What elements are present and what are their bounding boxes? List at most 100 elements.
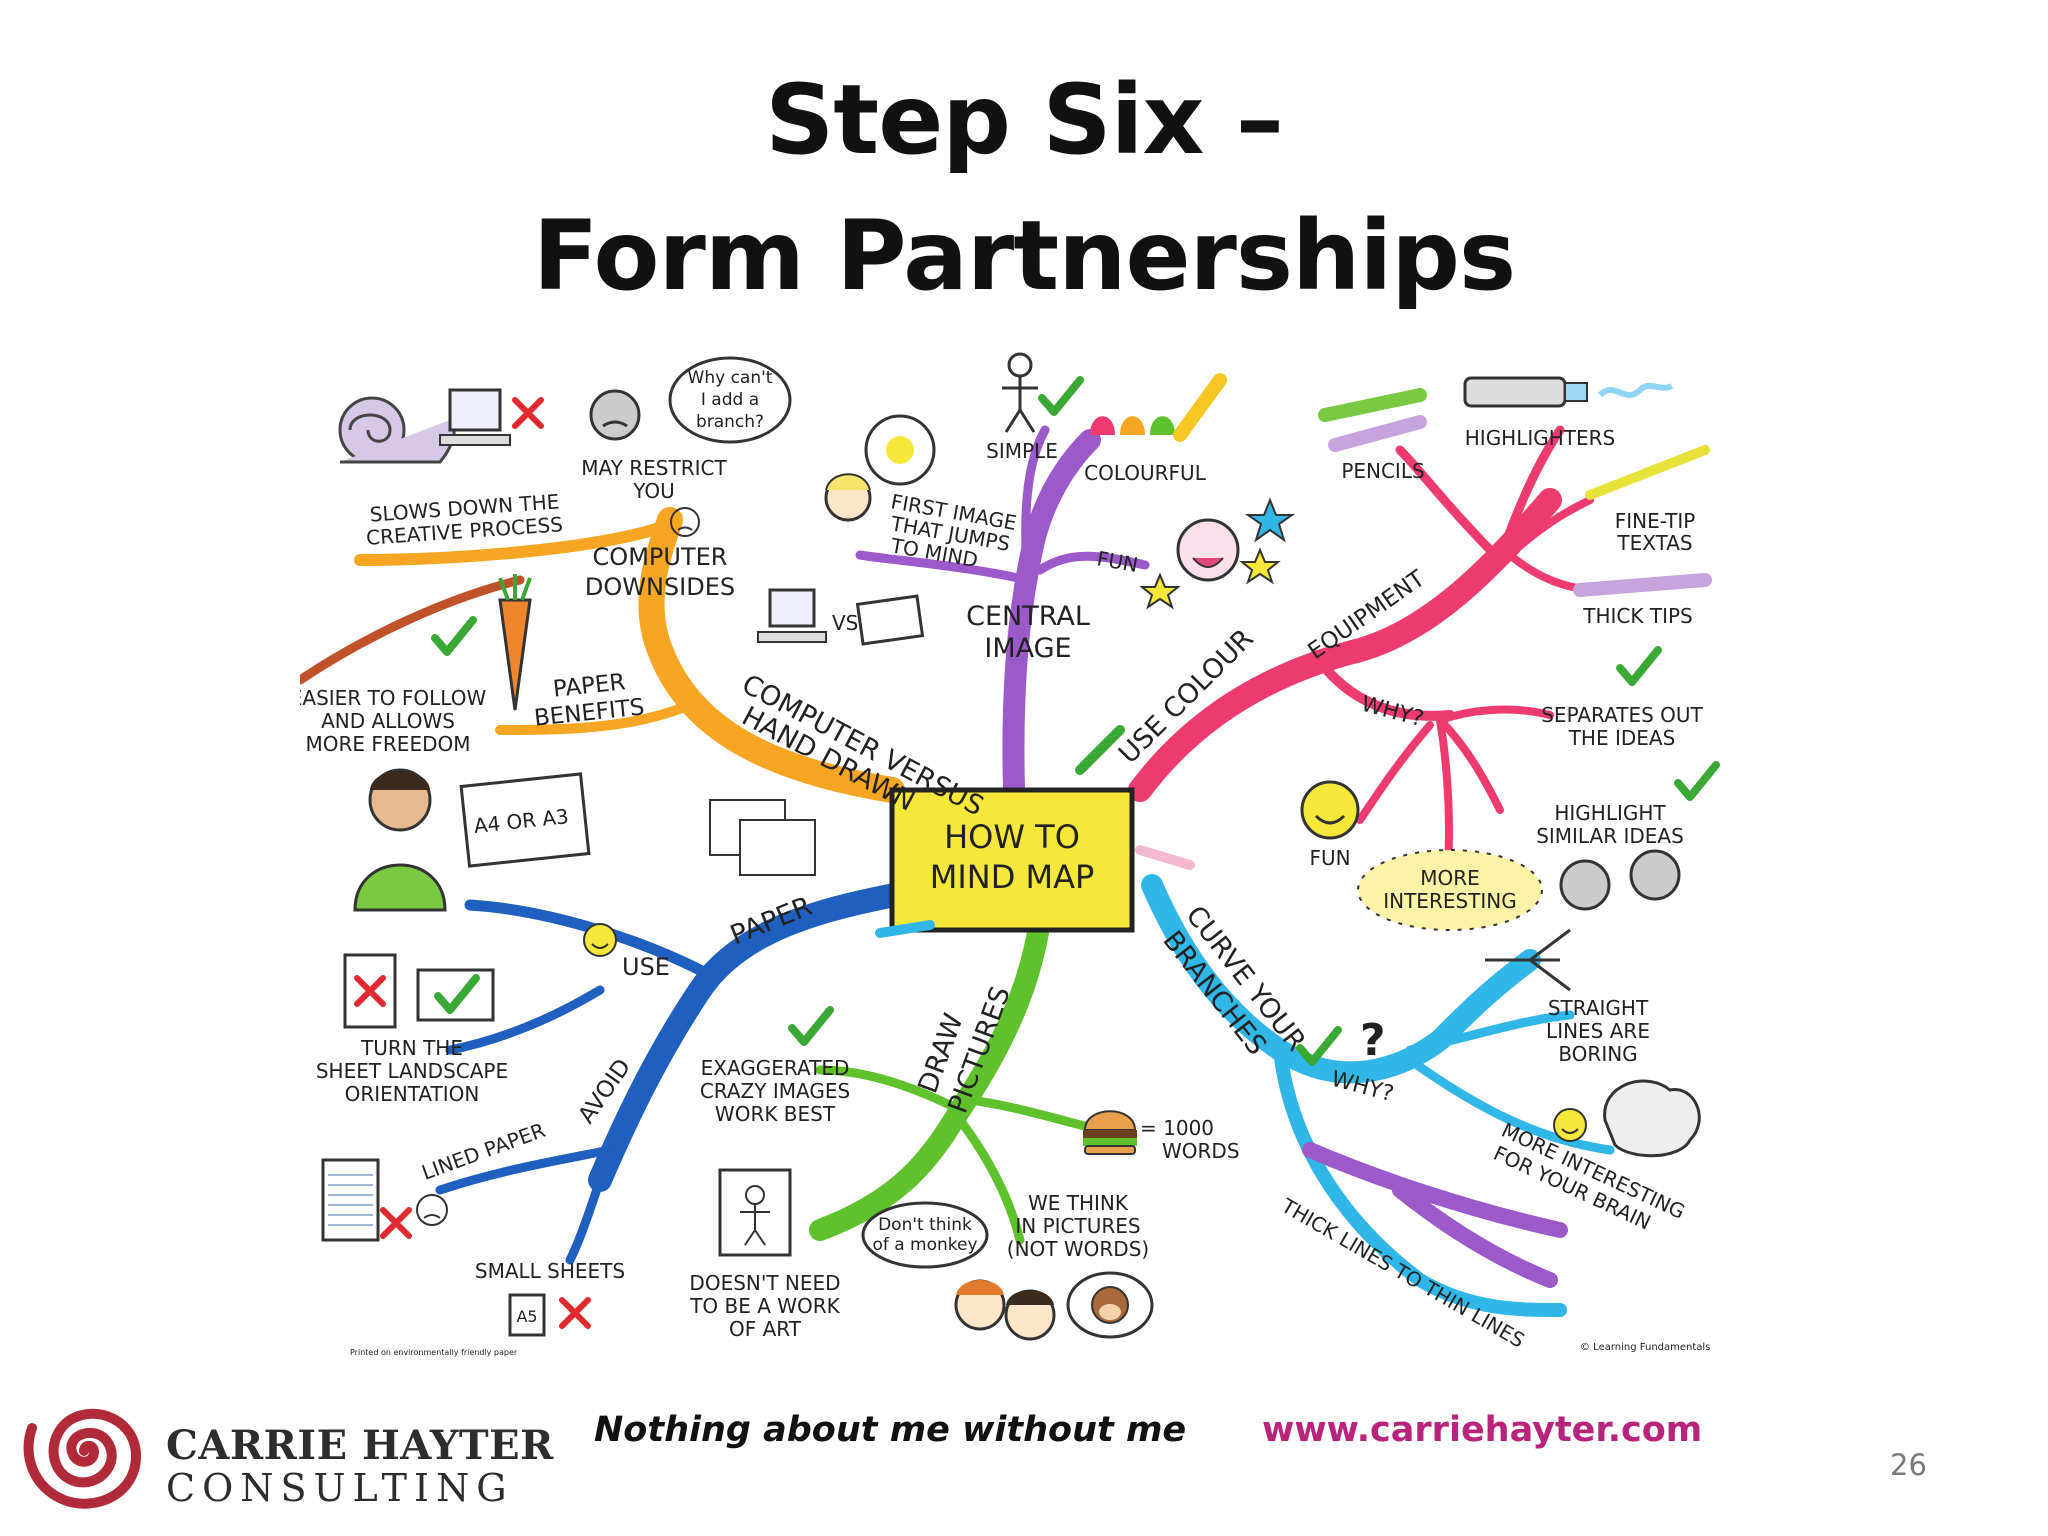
easier-line3: MORE FREEDOM <box>306 732 471 756</box>
landscape-line1: TURN THE <box>360 1036 463 1060</box>
exaggerated-line3: WORK BEST <box>715 1102 836 1126</box>
straight-line1: STRAIGHT <box>1548 996 1649 1020</box>
burger-icon <box>1083 1110 1137 1155</box>
simple-label: SIMPLE <box>986 439 1058 463</box>
speech-bubble <box>668 356 792 444</box>
branch-1000 <box>965 1095 1105 1135</box>
central-image-line1: CENTRAL <box>966 601 1090 632</box>
branch-use-colour <box>1128 488 1562 802</box>
star-icon <box>1239 547 1281 585</box>
footer-slogan: Nothing about me without me <box>594 1410 1187 1450</box>
branch-paper-benefits <box>495 695 705 735</box>
think-line3: (NOT WORDS) <box>1007 1237 1149 1261</box>
thick-tips-label: THICK TIPS <box>1582 604 1692 628</box>
branch-fun <box>1035 551 1150 575</box>
more-interesting-line2: INTERESTING <box>1383 889 1517 913</box>
colourful-label: COLOURFUL <box>1084 461 1207 485</box>
slide-title-line2: Form Partnerships <box>532 200 1516 312</box>
frown-face-icon <box>670 507 700 537</box>
branch-thick-thin <box>1273 1043 1567 1317</box>
branch-paper <box>588 883 906 1192</box>
footer-url-link[interactable]: www.carriehayter.com <box>1262 1410 1703 1450</box>
branch-fun-colour <box>1356 721 1434 824</box>
pencil-icon <box>1075 725 1125 775</box>
slide-title-line1: Step Six – <box>765 64 1284 176</box>
a5-sheet-icon <box>508 1293 546 1337</box>
highlight-line2: SIMILAR IDEAS <box>1536 824 1684 848</box>
thousand-line1: = 1000 <box>1140 1116 1214 1140</box>
branch-paper-benefits-stick <box>300 575 525 685</box>
colourful-blobs-icon <box>1090 373 1227 442</box>
logo-line1: CARRIE HAYTER <box>166 1422 554 1469</box>
branch-brain <box>1405 1055 1615 1155</box>
fine-tip-pen-icon <box>1585 445 1710 500</box>
pencils-label: PENCILS <box>1341 459 1424 483</box>
branch-highlighters <box>1495 425 1565 565</box>
branch-separates <box>1436 705 1554 724</box>
landscape-line3: ORIENTATION <box>345 1082 480 1106</box>
smiley-icon <box>1176 518 1240 582</box>
easier-line2: AND ALLOWS <box>321 709 455 733</box>
branch-small <box>565 1175 605 1265</box>
stick-figure-frame-icon <box>718 1168 792 1257</box>
straight-lines-icon <box>1485 928 1571 992</box>
straight-line3: BORING <box>1558 1042 1637 1066</box>
why-colour-label: WHY? <box>1358 692 1426 733</box>
central-image-line2: IMAGE <box>984 633 1071 664</box>
art-line2: TO BE A WORK <box>689 1294 840 1318</box>
highlighters-label: HIGHLIGHTERS <box>1465 426 1616 450</box>
branch-landscape <box>445 985 605 1055</box>
snail-icon <box>338 396 456 464</box>
branch-exaggerated <box>815 1065 965 1115</box>
cross-icon <box>562 1300 588 1326</box>
fun-label: FUN <box>1095 546 1140 577</box>
think-line1: WE THINK <box>1028 1191 1129 1215</box>
sunburst-icon <box>1357 849 1543 931</box>
computer-icon <box>439 388 511 446</box>
thinking-person-icon <box>824 473 872 522</box>
monkey-line1: Don't think <box>878 1215 972 1235</box>
pencil-icon <box>1318 388 1427 452</box>
straight-line2: LINES ARE <box>1546 1019 1650 1043</box>
bubble-line1: Why can't <box>688 368 773 388</box>
branch-highlight-similar <box>1436 716 1504 814</box>
separates-line1: SEPARATES OUT <box>1541 703 1703 727</box>
downsides-line1: COMPUTER <box>593 543 728 571</box>
exaggerated-line1: EXAGGERATED <box>701 1056 850 1080</box>
mind-map-diagram: HOW TO MIND MAP Why can't I add a branch… <box>300 352 1760 1357</box>
branch-downsides <box>354 519 674 566</box>
two-people-icon <box>954 1279 1056 1341</box>
thick-tip-pen-icon <box>1573 573 1712 597</box>
frown-face-icon <box>416 1194 448 1226</box>
brain-icon <box>1603 1079 1701 1158</box>
branch-straight <box>1405 1010 1575 1055</box>
art-line3: OF ART <box>729 1317 802 1341</box>
check-icon <box>435 620 473 652</box>
branch-computer-vs-hand <box>638 507 905 803</box>
bubble-line3: branch? <box>696 412 764 432</box>
star-icon <box>1244 497 1296 543</box>
branch-lined <box>435 1145 615 1195</box>
computer-icon <box>757 588 827 643</box>
downsides-line2: DOWNSIDES <box>585 573 735 601</box>
cross-icon <box>515 400 541 426</box>
pencil-icon <box>1135 845 1195 870</box>
smiley-icon <box>583 923 617 957</box>
thousand-line2: WORDS <box>1162 1139 1240 1163</box>
branch-thick-thin-example <box>1302 1142 1568 1288</box>
drawing-paper-icon <box>855 594 925 646</box>
smiley-icon <box>1300 780 1360 840</box>
center-line1: HOW TO <box>944 818 1080 856</box>
separates-line2: THE IDEAS <box>1568 726 1676 750</box>
landscape-line2: SHEET LANDSCAPE <box>316 1059 508 1083</box>
check-icon <box>792 1010 830 1042</box>
company-logo: CARRIE HAYTER CONSULTING <box>14 1376 553 1526</box>
center-box <box>889 787 1135 933</box>
monkey-icon <box>1066 1271 1154 1339</box>
smiley-icon <box>1553 1108 1587 1142</box>
sun-icon <box>864 414 936 486</box>
paper-sign <box>459 772 591 868</box>
fine-tip-line2: TEXTAS <box>1616 531 1692 555</box>
small-sheets-label: SMALL SHEETS <box>475 1259 625 1283</box>
check-icon <box>1678 765 1716 797</box>
